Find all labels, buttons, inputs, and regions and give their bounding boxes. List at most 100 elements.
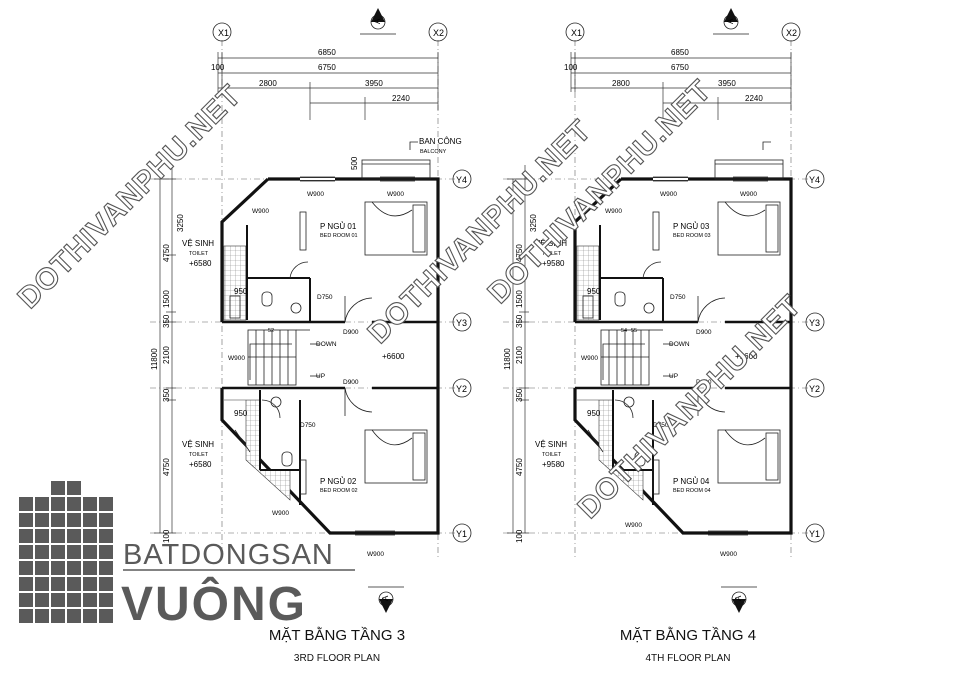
dim-6850: 6850 [318,48,336,57]
dim-4750-top: 4750 [162,244,171,262]
stair-up: UP [316,373,325,380]
dim-350-bottom: 350 [515,388,524,402]
stair-down: DOWN [669,341,690,348]
dim-3250: 3250 [176,214,185,232]
stair-level: +9600 [735,352,758,361]
stair-no-52: 52 [268,328,274,334]
dim-3950: 3950 [718,79,736,88]
window-top-3: W900 [605,208,622,215]
door-d900-top: D900 [343,329,359,336]
door-d900-bottom: D900 [696,379,712,386]
dim-6850: 6850 [671,48,689,57]
logo-blocks-graphic: BATDONGSAN VUÔNG [17,479,355,631]
dim-1500: 1500 [162,290,171,308]
balcony-label: BAN CÔNG [419,137,462,146]
toilet-top-level: +9580 [542,259,565,268]
dim-3950: 3950 [365,79,383,88]
toilet-top-label: VỆ SINH [535,239,567,248]
floor-plan-4: X1 X2 Y4 Y3 Y2 Y1 A A 6850 100 6750 2800… [501,6,826,615]
door-d900-bottom: D900 [343,379,359,386]
room-top-name: P NGỦ 01 [320,222,357,231]
window-bottom-1: W900 [625,522,642,529]
grid-y3-label: Y3 [809,318,820,328]
grid-x1-label: X1 [571,28,582,38]
section-mark-bottom: A [381,595,390,601]
window-bottom-1: W900 [272,510,289,517]
stair-no-55: 55 [631,328,637,334]
dim-2800: 2800 [259,79,277,88]
toilet-top-sub: TOILET [189,251,209,257]
window-top-2: W900 [387,191,404,198]
stair-level: +6600 [382,352,405,361]
brand-logo: BATDONGSAN VUÔNG [15,478,360,631]
dim-2240: 2240 [392,94,410,103]
toilet-bottom-sub: TOILET [189,452,209,458]
toilet-top-sub: TOILET [542,251,562,257]
dim-350-top: 350 [162,314,171,328]
logo-line1: BATDONGSAN [123,539,334,571]
dim-6750: 6750 [671,63,689,72]
dim-4750-top: 4750 [515,244,524,262]
section-mark-bottom: A [734,595,743,601]
dim-1500: 1500 [515,290,524,308]
plan-3-subtitle: 3RD FLOOR PLAN [293,653,381,664]
room-top-sub: BED ROOM 01 [320,233,358,239]
toilet-bottom-label: VỆ SINH [182,440,214,449]
stair-down: DOWN [316,341,337,348]
grid-y1-label: Y1 [456,529,467,539]
dim-2100: 2100 [515,346,524,364]
room-top-sub: BED ROOM 03 [673,233,711,239]
window-top-1: W900 [307,191,324,198]
window-top-1: W900 [660,191,677,198]
window-stair: W900 [228,355,245,362]
section-mark-top: A [726,18,735,24]
dim-11800: 11800 [150,348,159,370]
section-mark-top: A [373,18,382,24]
toilet-bottom-label: VỆ SINH [535,440,567,449]
toilet-bottom-sub: TOILET [542,452,562,458]
door-d750-bottom: D750 [300,422,316,429]
room-bottom-name: P NGỦ 02 [320,477,357,486]
grid-x2-label: X2 [786,28,797,38]
plan-4-subtitle: 4TH FLOOR PLAN [645,653,731,664]
shaft-top: 950 [234,287,248,296]
dim-350-top: 350 [515,314,524,328]
stair-no-54: 54 [621,328,627,334]
toilet-top-label: VỆ SINH [182,239,214,248]
plan-4-title: MẶT BẰNG TẦNG 4 [619,627,757,644]
floor-plan-3: X1 X2 Y4 Y3 Y2 Y1 A A 6850 100 6750 2800… [148,6,473,615]
room-top-name: P NGỦ 03 [673,222,710,231]
dim-2240: 2240 [745,94,763,103]
toilet-bottom-level: +9580 [542,460,565,469]
dim-500: 500 [350,156,359,170]
dim-100-bottom: 100 [515,529,524,543]
window-top-2: W900 [740,191,757,198]
toilet-bottom-level: +6580 [189,460,212,469]
shaft-top: 950 [587,287,601,296]
grid-y4-label: Y4 [809,175,820,185]
stair-up: UP [669,373,678,380]
window-bottom-2: W900 [720,551,737,558]
grid-y1-label: Y1 [809,529,820,539]
room-bottom-sub: BED ROOM 04 [673,488,711,494]
shaft-bottom: 950 [587,409,601,418]
dim-6750: 6750 [318,63,336,72]
dim-2800: 2800 [612,79,630,88]
toilet-top-level: +6580 [189,259,212,268]
watermark-1: DOTHIVANPHU.NET [12,79,248,315]
door-d750-bottom: D750 [653,422,669,429]
dim-100: 100 [211,63,225,72]
grid-y3-label: Y3 [456,318,467,328]
room-bottom-name: P NGỦ 04 [673,477,710,486]
grid-x2-label: X2 [433,28,444,38]
window-top-3: W900 [252,208,269,215]
dim-100: 100 [564,63,578,72]
balcony-sub: BALCONY [420,149,447,155]
dim-4750-bottom: 4750 [515,458,524,476]
grid-y2-label: Y2 [456,384,467,394]
door-d900-top: D900 [696,329,712,336]
dim-2100: 2100 [162,346,171,364]
room-bottom-sub: BED ROOM 02 [320,488,358,494]
dim-4750-bottom: 4750 [162,458,171,476]
